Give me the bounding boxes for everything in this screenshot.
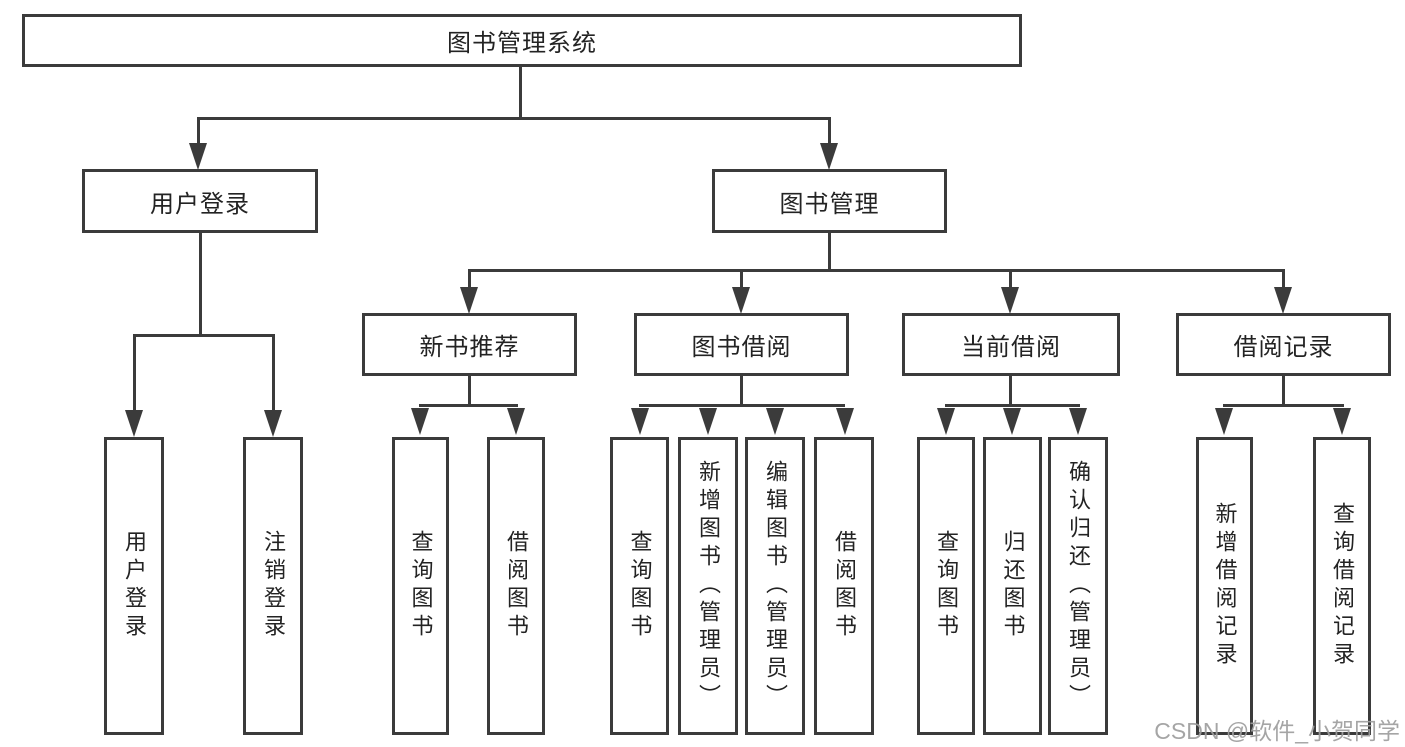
arrowhead-leaf-query-books-2 xyxy=(631,408,649,435)
arrowhead-borrow-records xyxy=(1274,287,1292,314)
leaf-user-login: 用户登录 xyxy=(104,437,164,735)
leaf-query-books-3-label: 查询图书 xyxy=(934,530,959,642)
connector-book-mgmt-bar xyxy=(468,269,1285,272)
leaf-query-borrow-record: 查询借阅记录 xyxy=(1313,437,1371,735)
node-current-borrowing: 当前借阅 xyxy=(902,313,1120,376)
leaf-return-books-label: 归还图书 xyxy=(1000,530,1026,642)
connector-to-leaf-login xyxy=(133,334,136,413)
arrowhead-user-login xyxy=(189,143,207,170)
connector-root-stem xyxy=(519,65,522,119)
connector-root-bar xyxy=(197,117,831,120)
arrowhead-leaf-add-borrow-record xyxy=(1215,408,1233,435)
connector-root-to-book-mgmt xyxy=(828,117,831,146)
leaf-add-books-admin: 新增图书（管理员） xyxy=(678,437,738,735)
node-book-management: 图书管理 xyxy=(712,169,947,233)
node-user-login: 用户登录 xyxy=(82,169,318,233)
leaf-confirm-return-admin: 确认归还（管理员） xyxy=(1048,437,1108,735)
leaf-user-login-label: 用户登录 xyxy=(122,530,147,642)
arrowhead-leaf-query-books-3 xyxy=(937,408,955,435)
connector-root-to-user-login xyxy=(197,117,200,146)
connector-borrow-records-stem xyxy=(1282,376,1285,407)
leaf-query-books-2: 查询图书 xyxy=(610,437,669,735)
connector-book-mgmt-stem xyxy=(828,233,831,272)
connector-borrow-records-bar xyxy=(1223,404,1344,407)
arrowhead-leaf-query-borrow-record xyxy=(1333,408,1351,435)
csdn-watermark: CSDN @软件_小贺同学 xyxy=(1154,718,1400,744)
node-borrowing-records: 借阅记录 xyxy=(1176,313,1391,376)
node-borrowing-records-label: 借阅记录 xyxy=(1233,334,1334,361)
leaf-borrow-books-2-label: 借阅图书 xyxy=(832,530,857,642)
leaf-add-borrow-record: 新增借阅记录 xyxy=(1196,437,1253,735)
arrowhead-leaf-edit-books xyxy=(766,408,784,435)
leaf-edit-books-admin-label: 编辑图书（管理员） xyxy=(763,460,788,712)
arrowhead-leaf-confirm-return xyxy=(1069,408,1087,435)
leaf-logout-label: 注销登录 xyxy=(261,530,286,642)
leaf-query-books-2-label: 查询图书 xyxy=(627,530,653,642)
leaf-add-borrow-record-label: 新增借阅记录 xyxy=(1212,502,1238,670)
leaf-return-books: 归还图书 xyxy=(983,437,1042,735)
connector-to-book-borrow xyxy=(740,269,743,289)
leaf-logout: 注销登录 xyxy=(243,437,303,735)
arrowhead-book-borrow xyxy=(732,287,750,314)
connector-new-book-rec-bar xyxy=(419,404,518,407)
arrowhead-book-mgmt xyxy=(820,143,838,170)
arrowhead-leaf-borrow-books-2 xyxy=(836,408,854,435)
connector-current-borrow-bar xyxy=(945,404,1080,407)
arrowhead-leaf-add-books xyxy=(699,408,717,435)
node-book-borrowing: 图书借阅 xyxy=(634,313,849,376)
connector-to-borrow-records xyxy=(1282,269,1285,289)
node-book-management-label: 图书管理 xyxy=(779,190,880,218)
leaf-add-books-admin-label: 新增图书（管理员） xyxy=(696,460,721,712)
leaf-query-books-1-label: 查询图书 xyxy=(408,530,434,642)
arrowhead-leaf-borrow-books-1 xyxy=(507,408,525,435)
leaf-confirm-return-admin-label: 确认归还（管理员） xyxy=(1066,460,1091,712)
arrowhead-leaf-return-books xyxy=(1003,408,1021,435)
node-user-login-label: 用户登录 xyxy=(150,190,250,218)
node-new-book-recommendation-label: 新书推荐 xyxy=(419,334,520,361)
arrowhead-new-book-rec xyxy=(460,287,478,314)
connector-to-leaf-logout xyxy=(272,334,275,413)
leaf-borrow-books-2: 借阅图书 xyxy=(814,437,874,735)
connector-new-book-rec-stem xyxy=(468,376,471,407)
connector-book-borrow-bar xyxy=(639,404,845,407)
leaf-query-borrow-record-label: 查询借阅记录 xyxy=(1330,502,1355,670)
leaf-edit-books-admin: 编辑图书（管理员） xyxy=(745,437,805,735)
connector-user-login-stem xyxy=(199,233,202,337)
leaf-query-books-1: 查询图书 xyxy=(392,437,449,735)
connector-book-borrow-stem xyxy=(740,376,743,407)
node-current-borrowing-label: 当前借阅 xyxy=(961,334,1061,361)
connector-current-borrow-stem xyxy=(1009,376,1012,407)
node-root-label: 图书管理系统 xyxy=(447,30,597,57)
arrowhead-current-borrow xyxy=(1001,287,1019,314)
leaf-borrow-books-1: 借阅图书 xyxy=(487,437,545,735)
arrowhead-leaf-query-books-1 xyxy=(411,408,429,435)
node-root: 图书管理系统 xyxy=(22,14,1022,67)
leaf-borrow-books-1-label: 借阅图书 xyxy=(504,530,529,642)
connector-to-new-book-rec xyxy=(468,269,471,289)
connector-to-current-borrow xyxy=(1009,269,1012,289)
node-book-borrowing-label: 图书借阅 xyxy=(691,334,792,361)
node-new-book-recommendation: 新书推荐 xyxy=(362,313,577,376)
connector-user-login-bar xyxy=(133,334,275,337)
arrowhead-leaf-logout xyxy=(264,410,282,437)
leaf-query-books-3: 查询图书 xyxy=(917,437,975,735)
arrowhead-leaf-login xyxy=(125,410,143,437)
